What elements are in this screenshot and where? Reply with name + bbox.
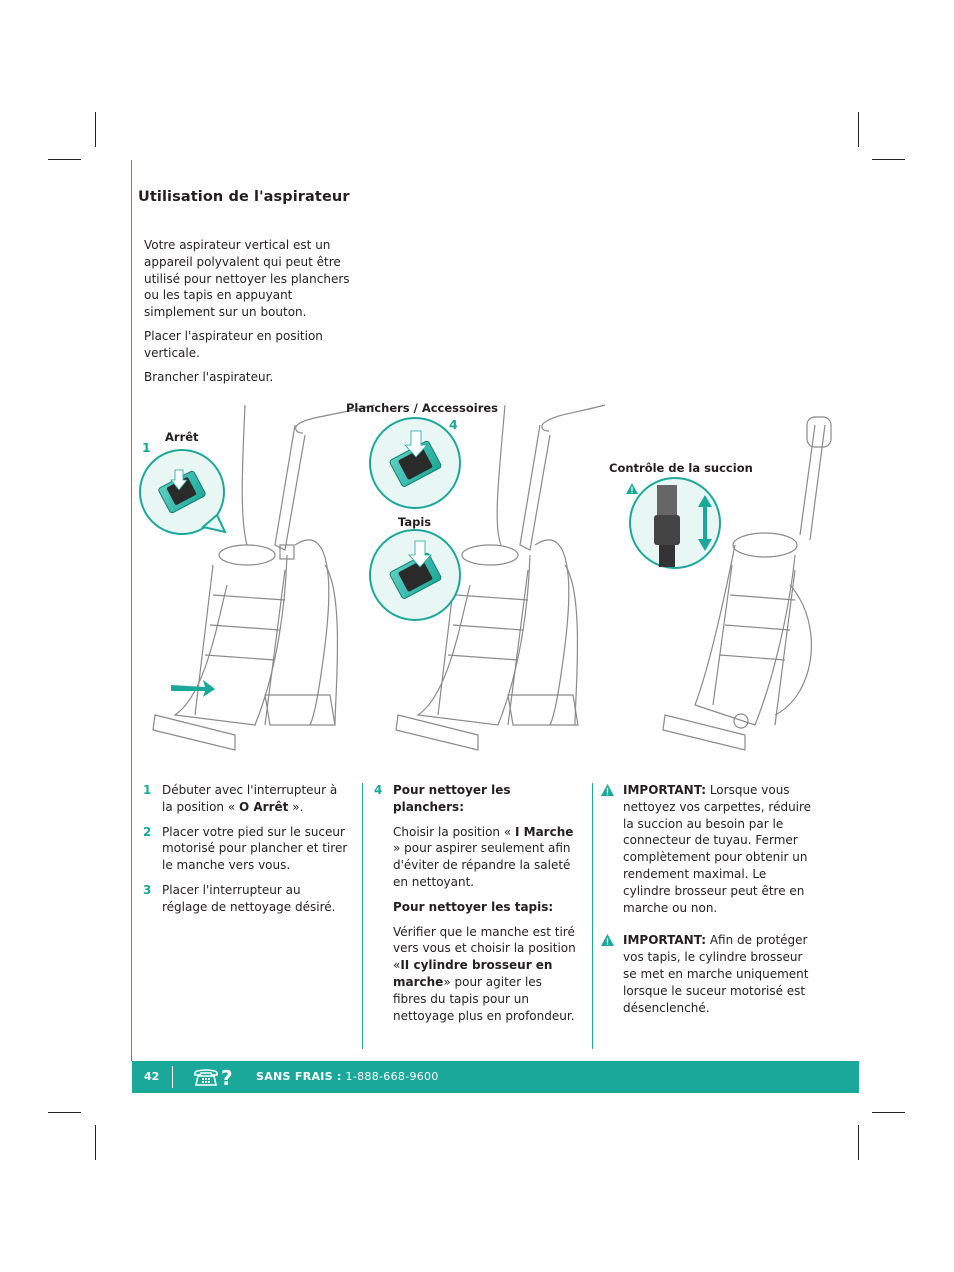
crop-mark: [95, 1125, 96, 1160]
warning-icon: [601, 784, 614, 796]
steps-column-2: 4 Pour nettoyer les planchers: Choisir l…: [374, 782, 579, 1024]
step-text: Débuter avec l'interrupteur à la positio…: [162, 783, 338, 814]
crop-mark: [95, 112, 96, 147]
paragraph-text: Vérifier que le manche est tiré vers vou…: [393, 924, 576, 973]
crop-mark: [872, 1112, 905, 1113]
label-succion: Contrôle de la succion: [609, 461, 753, 475]
paragraph-bold: I Marche: [515, 824, 574, 839]
label-arret: Arrêt: [165, 430, 199, 444]
list-item: 1 Débuter avec l'interrupteur à la posit…: [143, 782, 348, 816]
step-text: Placer l'interrupteur au réglage de nett…: [162, 882, 336, 914]
intro-paragraph: Brancher l'aspirateur.: [144, 369, 274, 384]
switch-icon: [369, 417, 461, 509]
tollfree-number: 1-888-668-9600: [341, 1070, 439, 1083]
list-item: 3 Placer l'interrupteur au réglage de ne…: [143, 882, 348, 916]
paragraph: Vérifier que le manche est tiré vers vou…: [374, 924, 579, 1025]
step-text: ».: [288, 799, 304, 814]
warning-icon: [626, 483, 638, 494]
tollfree-label: SANS FRAIS :: [256, 1070, 342, 1083]
tollfree-text: SANS FRAIS : 1-888-668-9600: [256, 1070, 439, 1083]
step-text: Placer votre pied sur le suceur motorisé…: [162, 824, 348, 873]
suction-detail-icon: [629, 477, 721, 569]
warning-icon: [601, 934, 614, 947]
phone-question-icon: ?: [194, 1066, 233, 1089]
list-item: 2 Placer votre pied sur le suceur motori…: [143, 824, 348, 874]
list-item: 4 Pour nettoyer les planchers:: [374, 782, 579, 816]
paragraph-bold: II cylindre brosseur en marche: [393, 958, 553, 989]
crop-mark: [858, 112, 859, 147]
warnings-column: IMPORTANT: Lorsque vous nettoyez vos car…: [601, 782, 813, 1016]
arrow-icon: [171, 680, 215, 697]
crop-mark: [48, 159, 81, 160]
footer-divider: [172, 1066, 173, 1088]
column-rule: [592, 783, 593, 1049]
subheading: Pour nettoyer les tapis:: [393, 899, 554, 914]
subheading: Pour nettoyer les planchers:: [393, 783, 511, 814]
paragraph-text: » pour aspirer seulement afin d'éviter d…: [393, 841, 571, 889]
step-number: 4: [374, 783, 383, 797]
paragraph-text: Choisir la position «: [393, 824, 515, 839]
warning-text: Lorsque vous nettoyez vos carpettes, réd…: [623, 783, 812, 915]
crop-mark: [858, 1125, 859, 1160]
warning-label: IMPORTANT:: [623, 783, 707, 797]
intro-text: Votre aspirateur vertical est un apparei…: [144, 237, 359, 392]
paragraph: Pour nettoyer les tapis:: [374, 899, 579, 916]
left-rule: [131, 160, 132, 1061]
warning-block: IMPORTANT: Lorsque vous nettoyez vos car…: [601, 782, 813, 916]
switch-icon: [139, 449, 227, 535]
step-number: 1: [143, 783, 152, 797]
figure-step-number: 4: [449, 417, 458, 432]
paragraph: Choisir la position « I Marche » pour as…: [374, 824, 579, 891]
intro-paragraph: Placer l'aspirateur en position vertical…: [144, 328, 323, 360]
footer-bar: 42 ? SANS FRAIS : 1-888-668-9600: [132, 1061, 859, 1093]
figure-step-number: 1: [142, 440, 151, 455]
paragraph-text: » pour agiter les fibres du tapis pour u…: [393, 974, 575, 1023]
intro-paragraph: Votre aspirateur vertical est un apparei…: [144, 238, 350, 320]
vacuum-illustration: [139, 404, 832, 751]
crop-mark: [48, 1112, 81, 1113]
step-number: 2: [143, 824, 152, 839]
warning-label: IMPORTANT:: [623, 933, 707, 948]
page-number: 42: [144, 1070, 160, 1083]
warning-block: IMPORTANT: Afin de protéger vos tapis, l…: [601, 932, 813, 1016]
label-planchers: Planchers / Accessoires: [346, 401, 499, 415]
label-tapis: Tapis: [398, 515, 432, 529]
crop-mark: [872, 159, 905, 160]
switch-icon: [369, 529, 461, 621]
page-title: Utilisation de l'aspirateur: [138, 189, 350, 205]
warning-text: Afin de protéger vos tapis, le cylindre …: [623, 933, 809, 1015]
svg-text:?: ?: [221, 1066, 233, 1089]
steps-column-1: 1 Débuter avec l'interrupteur à la posit…: [143, 782, 348, 924]
column-rule: [362, 783, 363, 1049]
step-number: 3: [143, 882, 152, 897]
step-text-bold: O Arrêt: [239, 799, 289, 814]
